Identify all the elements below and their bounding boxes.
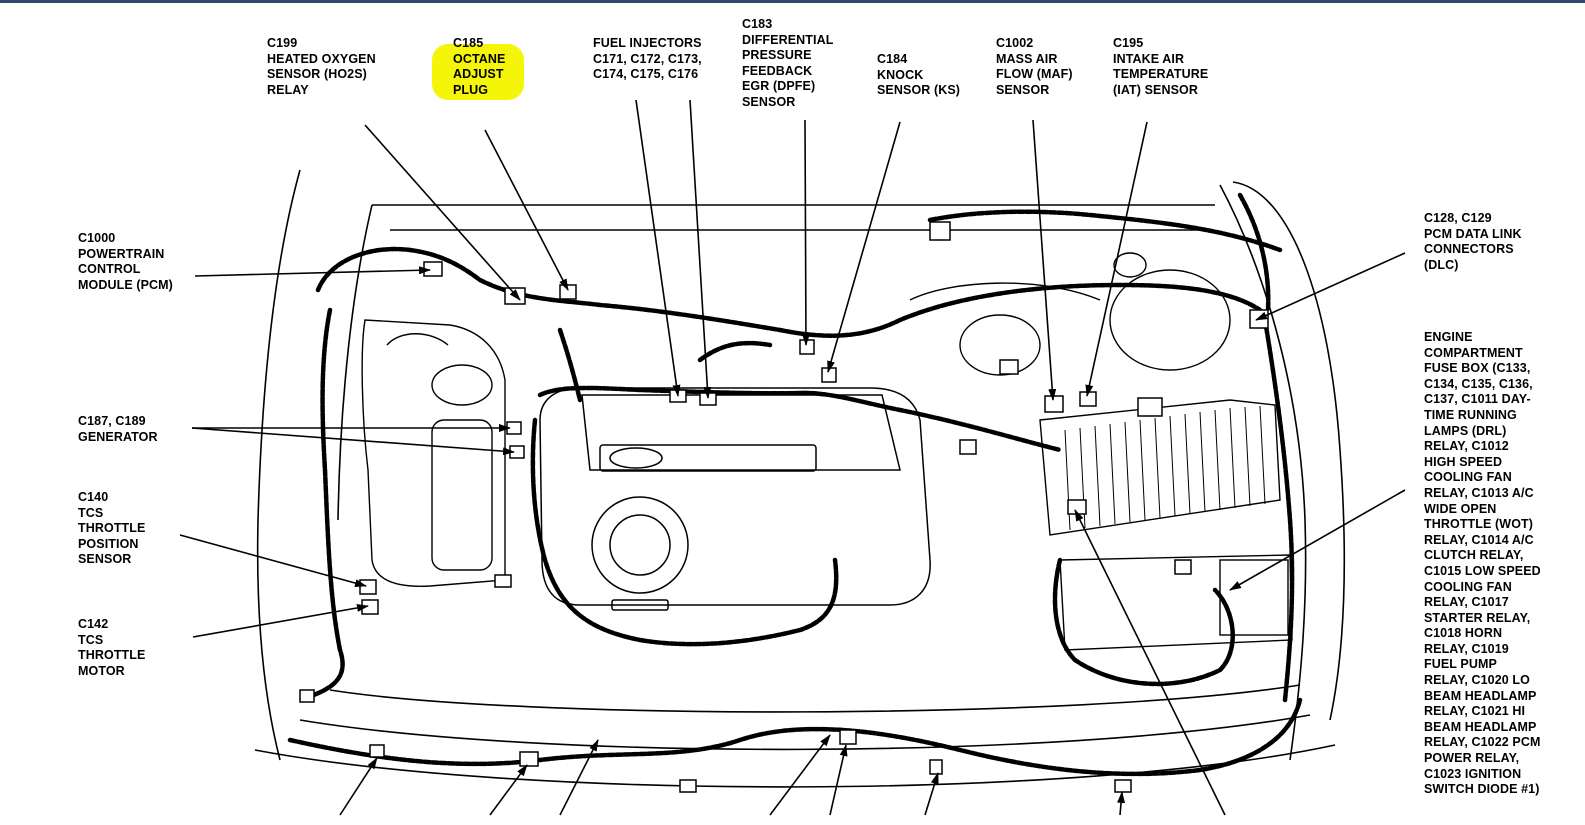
label-c142-throttle-motor: C142 TCS THROTTLE MOTOR xyxy=(78,617,146,678)
air-filter-box xyxy=(909,252,1293,651)
label-c185-octane-adjust-plug: C185 OCTANE ADJUST PLUG xyxy=(453,36,506,97)
label-engine-compartment-fuse-box: ENGINE COMPARTMENT FUSE BOX (C133, C134,… xyxy=(1424,330,1541,797)
label-c195-iat-sensor: C195 INTAKE AIR TEMPERATURE (IAT) SENSOR xyxy=(1113,36,1209,97)
label-c140-tps: C140 TCS THROTTLE POSITION SENSOR xyxy=(78,490,146,567)
label-fuel-injectors: FUEL INJECTORS C171, C172, C173, C174, C… xyxy=(593,36,702,82)
label-c183-dpfe-sensor: C183 DIFFERENTIAL PRESSURE FEEDBACK EGR … xyxy=(742,17,834,109)
highlight-mark xyxy=(432,44,524,100)
engine-cover xyxy=(539,387,931,611)
label-c1002-maf-sensor: C1002 MASS AIR FLOW (MAF) SENSOR xyxy=(996,36,1073,97)
car-body-outline xyxy=(254,169,1346,788)
left-reservoirs xyxy=(361,319,506,587)
connectors xyxy=(299,221,1269,793)
wiring-harness xyxy=(287,192,1303,777)
label-c187-c189-generator: C187, C189 GENERATOR xyxy=(78,414,158,444)
label-c199-ho2s-relay: C199 HEATED OXYGEN SENSOR (HO2S) RELAY xyxy=(267,36,376,97)
leader-lines xyxy=(179,99,1406,816)
label-c128-c129-dlc: C128, C129 PCM DATA LINK CONNECTORS (DLC… xyxy=(1424,211,1522,272)
label-c1000-pcm: C1000 POWERTRAIN CONTROL MODULE (PCM) xyxy=(78,231,173,292)
label-c184-knock-sensor: C184 KNOCK SENSOR (KS) xyxy=(877,52,961,98)
top-border xyxy=(0,0,1585,3)
